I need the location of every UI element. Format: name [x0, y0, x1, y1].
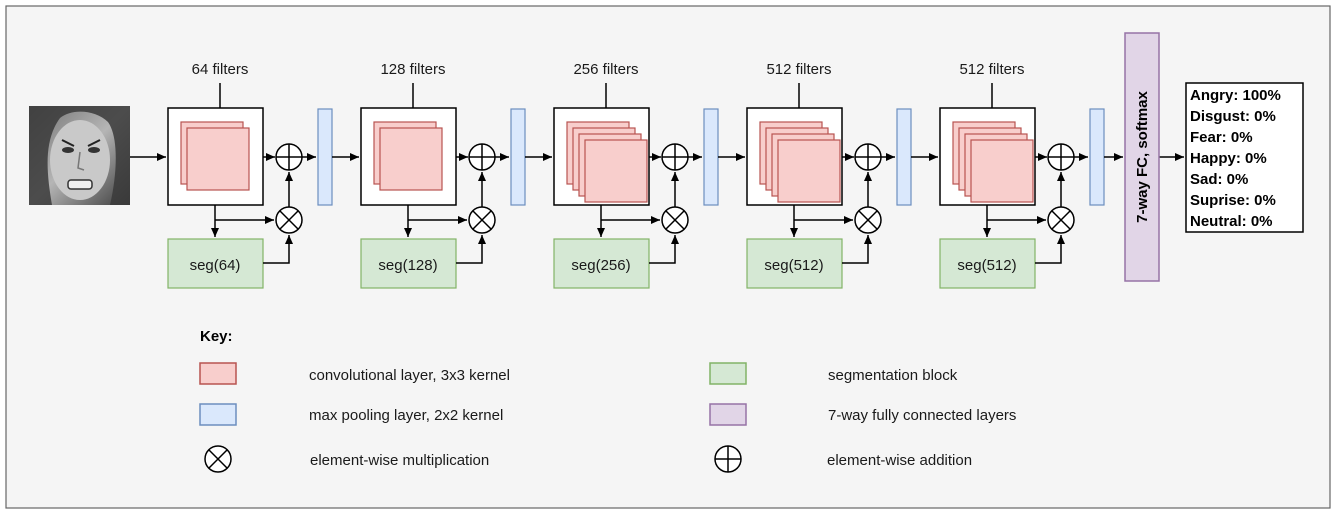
- legend-conv-swatch: [199, 362, 237, 385]
- seg-to-mult-arrow: [1035, 235, 1065, 264]
- seg-to-mult-arrow: [649, 235, 679, 264]
- legend-pool-swatch: [199, 403, 237, 426]
- seg-label: seg(512): [957, 257, 1016, 274]
- add-op: [1047, 143, 1075, 171]
- add-op: [661, 143, 689, 171]
- filters-label: 64 filters: [192, 61, 249, 78]
- legend-seg-swatch: [709, 362, 747, 385]
- add-op: [468, 143, 496, 171]
- pool-layer: [1089, 108, 1105, 206]
- legend-fc-label: 7-way fully connected layers: [828, 407, 1016, 424]
- multiply-op: [854, 206, 882, 234]
- seg-block: [167, 238, 264, 289]
- seg-block: [553, 238, 650, 289]
- output-box: Angry: 100% Disgust: 0% Fear: 0% Happy: …: [1185, 82, 1304, 233]
- conv-layer: [777, 139, 841, 203]
- multiply-op: [275, 206, 303, 234]
- seg-block: [939, 238, 1036, 289]
- seg-to-mult-arrow: [456, 235, 486, 264]
- legend-title: Key:: [200, 328, 233, 345]
- output-line-suprise: Suprise: 0%: [1190, 192, 1276, 209]
- filters-label: 256 filters: [573, 61, 638, 78]
- output-line-angry: Angry: 100%: [1190, 87, 1281, 104]
- legend-seg-label: segmentation block: [828, 367, 958, 384]
- stage-1: 64 filters seg(64): [167, 61, 359, 289]
- seg-label: seg(128): [378, 257, 437, 274]
- seg-label: seg(64): [190, 257, 241, 274]
- multiply-op: [468, 206, 496, 234]
- fc-label: 7-way FC, softmax: [1134, 90, 1151, 222]
- stage-2: 128 filters seg(128): [360, 61, 552, 289]
- seg-label: seg(256): [571, 257, 630, 274]
- output-line-fear: Fear: 0%: [1190, 129, 1253, 146]
- filters-label: 128 filters: [380, 61, 445, 78]
- legend-mult-label: element-wise multiplication: [310, 452, 489, 469]
- seg-label: seg(512): [764, 257, 823, 274]
- add-op: [854, 143, 882, 171]
- conv-layer: [186, 127, 250, 191]
- legend-conv-label: convolutional layer, 3x3 kernel: [309, 367, 510, 384]
- conv-layer: [379, 127, 443, 191]
- input-face-image: [29, 106, 130, 205]
- multiply-op: [661, 206, 689, 234]
- add-op: [275, 143, 303, 171]
- legend-pool-label: max pooling layer, 2x2 kernel: [309, 407, 503, 424]
- conv-layer: [584, 139, 648, 203]
- pool-layer: [896, 108, 912, 206]
- filters-label: 512 filters: [766, 61, 831, 78]
- multiply-icon: [204, 445, 232, 473]
- legend: Key: convolutional layer, 3x3 kernel max…: [199, 328, 1016, 473]
- pool-layer: [510, 108, 526, 206]
- output-line-neutral: Neutral: 0%: [1190, 213, 1273, 230]
- stage-4: 512 filters seg(512): [746, 61, 938, 289]
- multiply-op: [1047, 206, 1075, 234]
- stages-group: 64 filters seg(64) 128 filters seg(128) 256 …: [130, 61, 1184, 289]
- face-icon: [50, 120, 110, 200]
- output-line-disgust: Disgust: 0%: [1190, 108, 1276, 125]
- pool-layer: [317, 108, 333, 206]
- seg-to-mult-arrow: [263, 235, 293, 264]
- filters-label: 512 filters: [959, 61, 1024, 78]
- output-line-happy: Happy: 0%: [1190, 150, 1267, 167]
- stage-3: 256 filters seg(256): [553, 61, 745, 289]
- add-icon: [714, 445, 742, 473]
- pool-layer: [703, 108, 719, 206]
- stage-5: 512 filters seg(512): [939, 61, 1123, 289]
- legend-fc-swatch: [709, 403, 747, 426]
- legend-add-label: element-wise addition: [827, 452, 972, 469]
- conv-layer: [970, 139, 1034, 203]
- fc-layer: 7-way FC, softmax: [1124, 32, 1160, 282]
- output-line-sad: Sad: 0%: [1190, 171, 1248, 188]
- seg-block: [746, 238, 843, 289]
- seg-to-mult-arrow: [842, 235, 872, 264]
- seg-block: [360, 238, 457, 289]
